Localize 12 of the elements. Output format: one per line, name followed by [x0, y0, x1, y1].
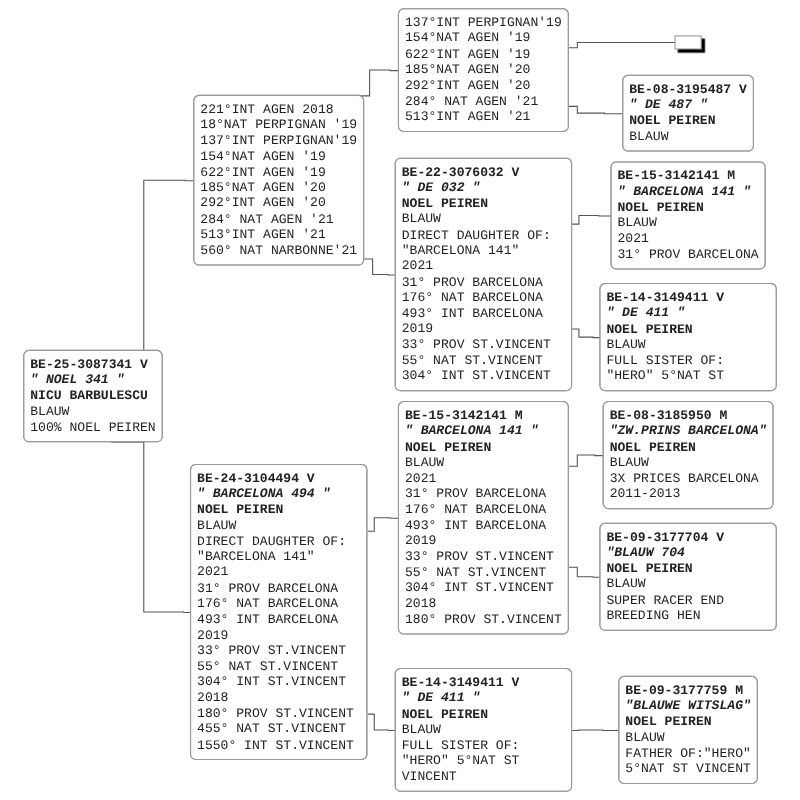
connector: [366, 517, 400, 532]
connector: [357, 69, 400, 97]
connector: [568, 566, 601, 578]
connector: [363, 258, 397, 276]
connector: [571, 729, 620, 731]
connector: [571, 214, 613, 225]
connector: [568, 105, 624, 115]
connector: [366, 713, 397, 731]
connector: [571, 328, 601, 339]
connector: [568, 454, 605, 467]
node-box: [674, 35, 702, 50]
connector: [568, 41, 676, 49]
